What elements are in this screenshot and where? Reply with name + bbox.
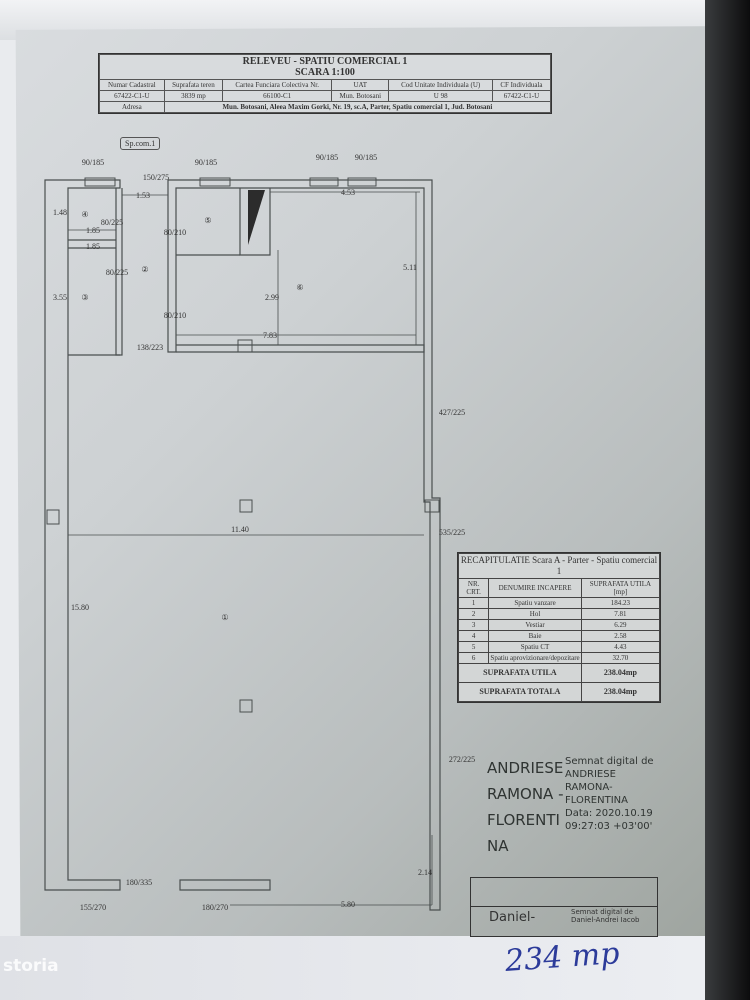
cell: 2.58	[580, 630, 661, 642]
cell: 3839 mp	[163, 90, 224, 102]
wall	[176, 344, 425, 353]
dimension-label: 80/225	[101, 218, 123, 227]
window	[46, 177, 440, 713]
wall	[167, 179, 441, 911]
unit-tag: Sp.com.1	[120, 137, 161, 150]
chimney-shaft	[248, 190, 265, 245]
room-number: ②	[141, 265, 148, 274]
col-header: NR. CRT.	[457, 578, 490, 598]
cell: 32.70	[580, 652, 661, 664]
address-label: Adresa	[99, 101, 165, 113]
cell: 7.81	[580, 608, 661, 620]
room-number: ⑥	[296, 283, 303, 292]
dimension-label: 535/225	[439, 528, 465, 537]
dimension-label: 3.55	[53, 293, 67, 302]
wall	[179, 879, 271, 891]
cell: 6.29	[580, 619, 661, 631]
dimension-label: 11.40	[231, 525, 249, 534]
dimension-label: 90/185	[355, 153, 377, 162]
col-header: SUPRAFATA UTILA [mp]	[580, 578, 661, 598]
dimension-label: 80/210	[164, 311, 186, 320]
dimension-label: 90/185	[82, 158, 104, 167]
room-number: ①	[221, 613, 228, 622]
cell: Vestiar	[488, 619, 582, 631]
dimension-label: 90/185	[316, 153, 338, 162]
cell: 4	[457, 630, 490, 642]
signer-name: ANDRIESE RAMONA - FLORENTI NA	[487, 759, 564, 855]
address: Mun. Botosani, Aleea Maxim Gorki, Nr. 19…	[163, 101, 552, 113]
room-number: ④	[81, 210, 88, 219]
cell: 3	[457, 619, 490, 631]
stamp-name: Daniel-	[489, 910, 536, 925]
dimension-label: 5.11	[403, 263, 417, 272]
dimension-label: 7.83	[263, 331, 277, 340]
dimension-label: 90/185	[195, 158, 217, 167]
dimension-label: 1.85	[86, 242, 100, 251]
cell: 6	[457, 652, 490, 664]
dimension-label: 2.14	[418, 868, 432, 877]
storia-watermark: storia	[3, 956, 59, 976]
dimension-label: 80/210	[164, 228, 186, 237]
cell: 184.23	[580, 597, 661, 609]
dimension-label: 1.48	[53, 208, 67, 217]
cell: Baie	[488, 630, 582, 642]
dimension-label: 155/270	[80, 903, 106, 912]
col-header: DENUMIRE INCAPERE	[488, 578, 582, 598]
dimension-label: 1.85	[86, 226, 100, 235]
photo-edge	[705, 0, 750, 1000]
stamp-info: Semnat digital de Daniel-Andrei Iacob	[571, 908, 640, 924]
cell: 2	[457, 608, 490, 620]
cell: 1	[457, 597, 490, 609]
cell: 5	[457, 641, 490, 653]
table-surface	[0, 936, 705, 1000]
dimension-label: 15.80	[71, 603, 89, 612]
cell: 4.43	[580, 641, 661, 653]
total: 238.04mp	[580, 682, 661, 702]
total-util-label: SUPRAFATA UTILA	[458, 663, 582, 683]
plan-title: RELEVEU - SPATIU COMERCIAL 1	[242, 56, 408, 67]
recap-title: RECAPITULATIE Scara A - Parter - Spatiu …	[458, 553, 660, 579]
certification-stamp: Daniel- Semnat digital de Daniel-Andrei …	[470, 877, 658, 937]
signature-info: Semnat digital de ANDRIESE RAMONA-FLOREN…	[565, 756, 654, 832]
dimension-line	[67, 191, 433, 906]
cell: Spatiu CT	[488, 641, 582, 653]
dimension-label: 4.53	[341, 188, 355, 197]
plan-scale: SCARA 1:100	[295, 67, 355, 78]
dimension-label: 180/270	[202, 903, 228, 912]
wall	[239, 188, 271, 256]
dimension-label: 2.99	[265, 293, 279, 302]
dimension-label: 150/275	[143, 173, 169, 182]
dimension-label: 80/225	[106, 268, 128, 277]
total-util: 238.04mp	[580, 663, 661, 683]
dimension-label: 138/223	[137, 343, 163, 352]
room-number: ③	[81, 293, 88, 302]
recap-table: RECAPITULATIE Scara A - Parter - Spatiu …	[457, 552, 661, 703]
total-label: SUPRAFATA TOTALA	[458, 682, 582, 702]
dimension-label: 5.80	[341, 900, 355, 909]
dimension-label: 180/335	[126, 878, 152, 887]
dimension-label: 272/225	[449, 755, 475, 764]
room-number: ⑤	[204, 216, 211, 225]
dimension-label: 427/225	[439, 408, 465, 417]
dimension-label: 1.53	[136, 191, 150, 200]
cell: Spatiu aprovizionare/depozitare	[488, 652, 582, 664]
cell: Hol	[488, 608, 582, 620]
cell: Spatiu vanzare	[488, 597, 582, 609]
